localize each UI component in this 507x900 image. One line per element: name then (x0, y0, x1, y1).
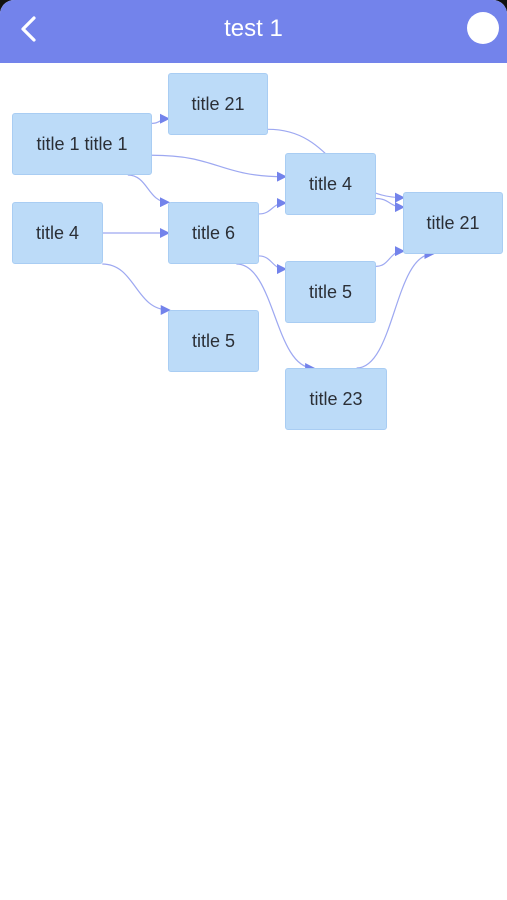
graph-node[interactable]: title 4 (285, 153, 376, 215)
node-label: title 21 (426, 212, 480, 233)
graph-edge (127, 174, 170, 208)
back-button[interactable] (10, 10, 50, 50)
node-label: title 4 (35, 222, 80, 243)
graph-node[interactable]: title 5 (285, 261, 376, 323)
graph-edges (102, 113, 435, 373)
graph-edge (151, 154, 287, 182)
graph-edge (258, 255, 287, 275)
graph-node[interactable]: title 4 (12, 202, 103, 264)
graph-node[interactable]: title 5 (168, 310, 259, 372)
node-label: title 21 (191, 93, 245, 114)
page-title: test 1 (224, 15, 283, 42)
app-bar: test 1 (0, 0, 507, 63)
graph-edge (356, 249, 435, 369)
graph-node[interactable]: title 21 (403, 192, 503, 254)
graph-edge (258, 198, 287, 215)
node-label: title 6 (191, 222, 236, 243)
avatar[interactable] (467, 12, 499, 44)
node-label: title 23 (309, 388, 363, 409)
graph-edge (375, 197, 405, 213)
node-label: title 4 (308, 173, 353, 194)
node-label: title 5 (308, 281, 353, 302)
chevron-left-icon (21, 16, 36, 42)
graph-edge (236, 263, 316, 373)
graph-edge (102, 263, 171, 315)
graph-node[interactable]: title 1 title 1 (12, 113, 152, 175)
graph-node[interactable]: title 6 (168, 202, 259, 264)
graph-edge (375, 246, 405, 267)
node-label: title 1 title 1 (36, 133, 128, 154)
graph-node[interactable]: title 23 (285, 368, 387, 430)
graph-canvas: title 1 title 1 title 4 title 21 title 6… (0, 63, 507, 900)
node-label: title 5 (191, 330, 236, 351)
graph-edge (151, 113, 170, 125)
graph-node[interactable]: title 21 (168, 73, 268, 135)
